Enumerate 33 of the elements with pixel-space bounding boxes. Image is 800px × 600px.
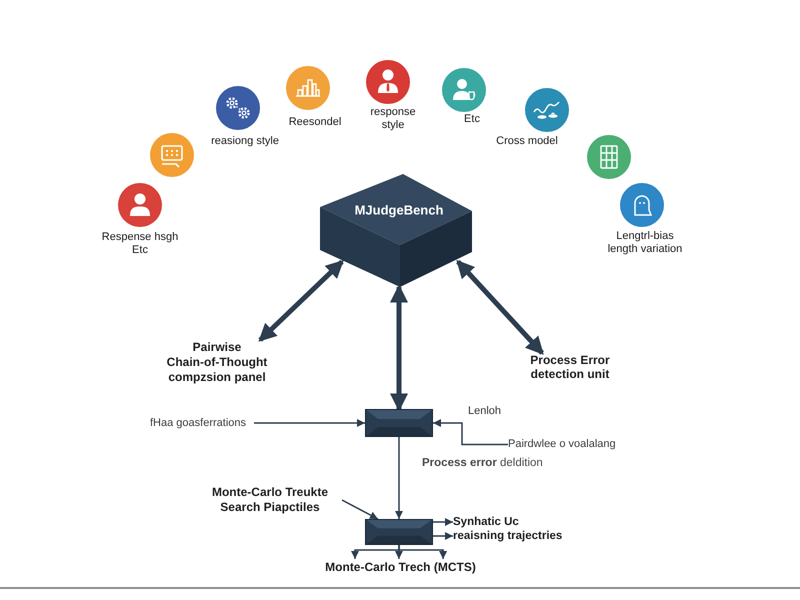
grid-icon bbox=[587, 135, 631, 179]
arrow bbox=[433, 419, 508, 446]
beveled-block bbox=[365, 409, 433, 437]
side-label: Lenloh bbox=[468, 404, 502, 418]
arrow bbox=[394, 545, 403, 559]
output-label: reaisning trajectries bbox=[453, 529, 578, 543]
screen-icon bbox=[150, 133, 194, 177]
icon-label: reasiong style bbox=[210, 135, 280, 148]
double-arrow bbox=[390, 284, 408, 412]
icon-label: Reesondel bbox=[288, 116, 342, 129]
icon-label: Lengtrl-bias length variation bbox=[606, 230, 684, 256]
annotation-text: Process error deldition bbox=[422, 456, 543, 471]
icon-label: Etc bbox=[463, 113, 481, 126]
arrow bbox=[433, 518, 453, 526]
icon-label: response style bbox=[369, 106, 417, 132]
double-arrow bbox=[456, 260, 544, 355]
arrow bbox=[398, 545, 448, 559]
arrow bbox=[342, 499, 378, 520]
cube-label: MJudgeBench bbox=[354, 201, 444, 220]
input-label: Pairdwlee o voalalang bbox=[508, 437, 643, 452]
panel-label: Pairwise Chain-of-Thought compzsion panel bbox=[157, 340, 277, 385]
source-label: Monte-Carlo Treukte Search Piapctiles bbox=[198, 485, 342, 515]
arrow bbox=[433, 532, 453, 540]
method-label: Monte-Carlo Trech (MCTS) bbox=[318, 559, 483, 575]
output-label: Synhatic Uc bbox=[453, 515, 528, 529]
arrow bbox=[254, 419, 365, 427]
icon-label: Cross model bbox=[495, 135, 559, 148]
beveled-block bbox=[365, 519, 433, 545]
icon-label: Respense hsgh Etc bbox=[100, 231, 180, 257]
input-label: fHaa goasferrations bbox=[150, 415, 254, 431]
arrow bbox=[395, 437, 403, 519]
unit-label: Process Error detection unit bbox=[529, 353, 611, 381]
double-arrow bbox=[258, 260, 344, 342]
